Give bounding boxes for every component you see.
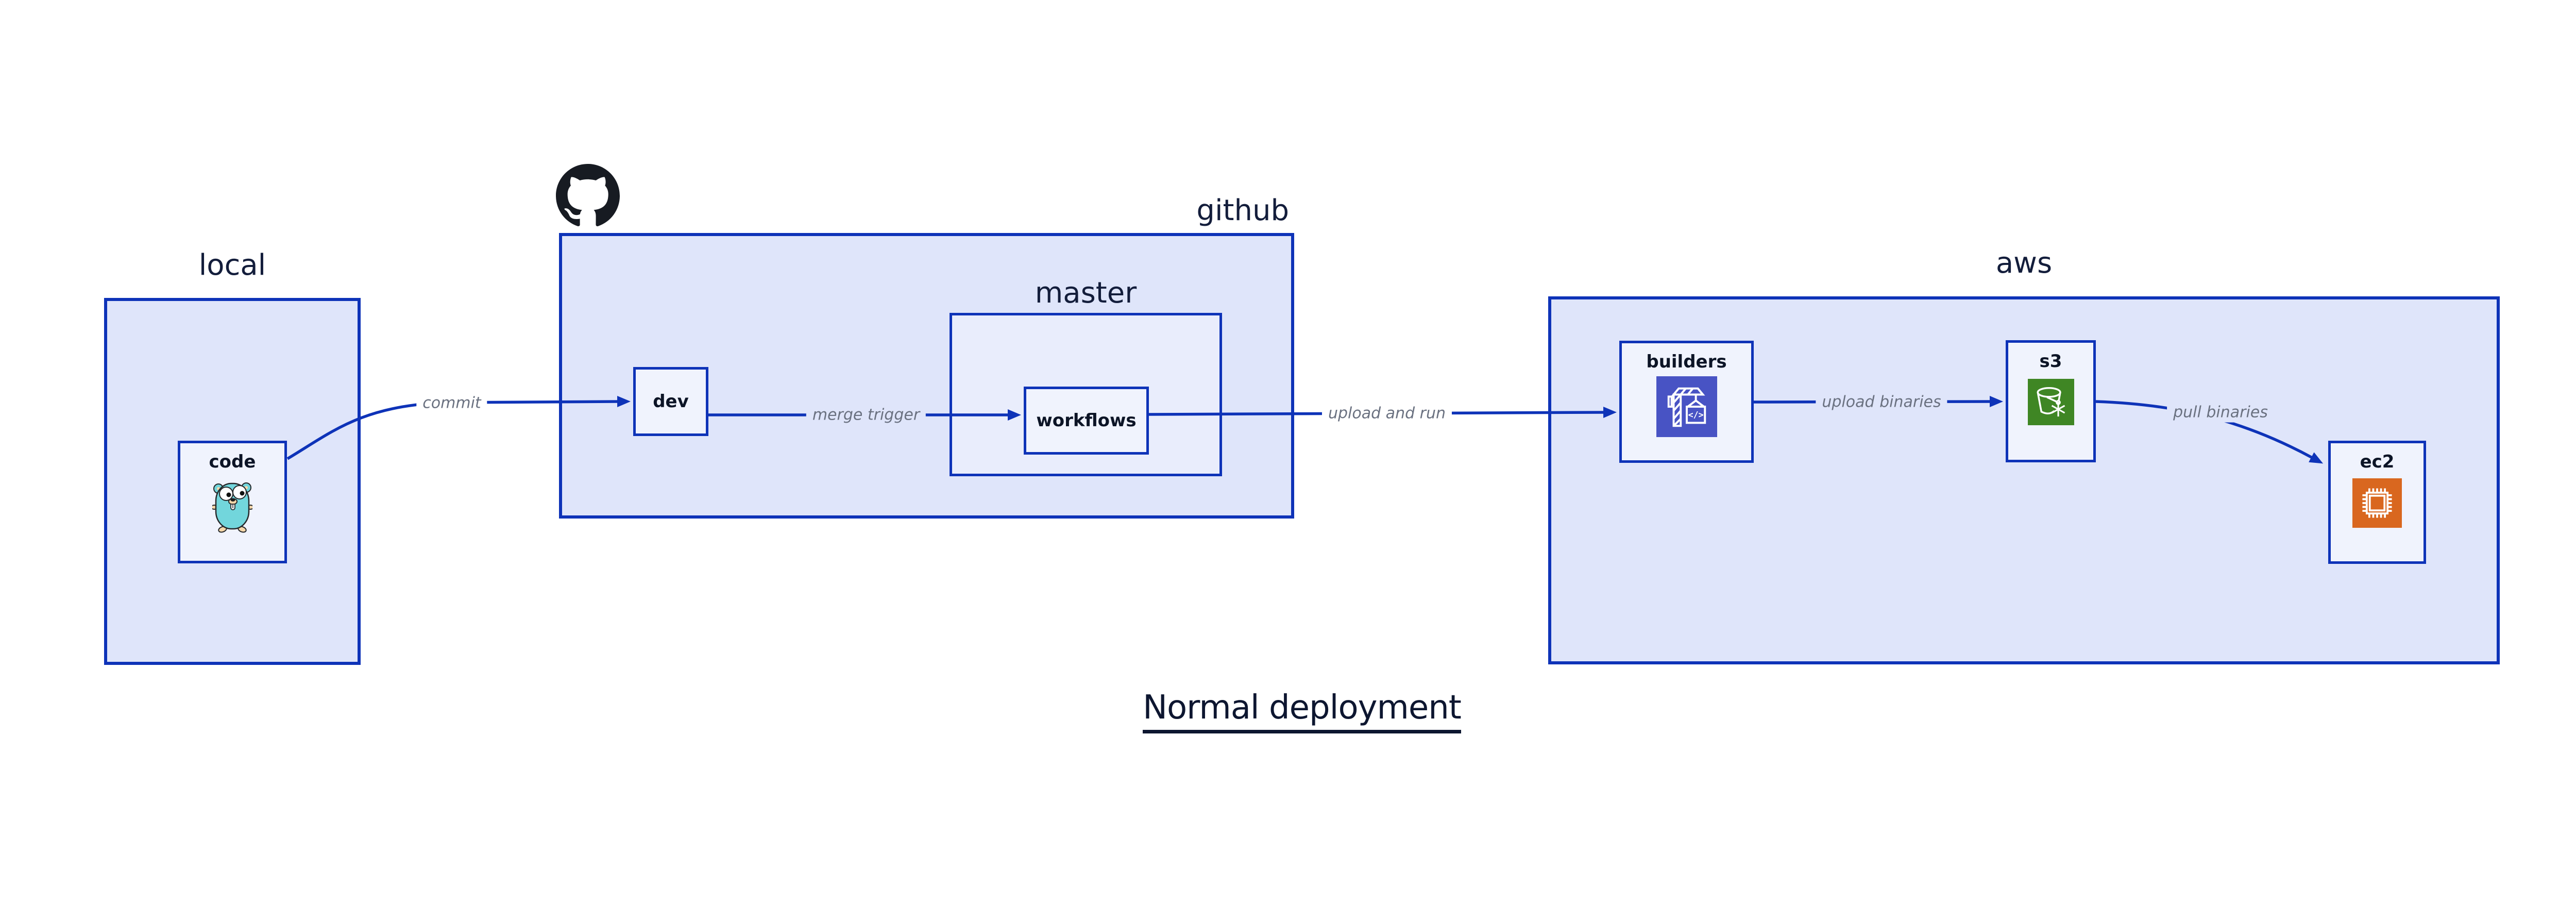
ec2-chip-icon	[2352, 478, 2402, 528]
ec2-node-label: ec2	[2360, 452, 2395, 472]
dev-node-label: dev	[653, 391, 689, 412]
diagram-title: Normal deployment	[0, 689, 2576, 733]
go-gopher-icon	[212, 482, 252, 533]
local-container-label: local	[198, 248, 266, 282]
upload-binaries-edge-label: upload binaries	[1816, 392, 1947, 412]
codebuild-crane-icon: </>	[1656, 376, 1717, 437]
pull-binaries-edge-label: pull binaries	[2167, 402, 2274, 423]
node-builders: builders </>	[1619, 341, 1754, 463]
s3-node-label: s3	[2039, 351, 2062, 372]
node-workflows: workflows	[1024, 387, 1149, 455]
master-container-label: master	[1035, 276, 1137, 310]
code-node-label: code	[209, 452, 256, 472]
node-s3: s3	[2006, 340, 2096, 462]
node-code: code	[178, 441, 287, 563]
commit-edge-label: commit	[416, 393, 487, 413]
upload-and-run-edge-label: upload and run	[1321, 403, 1452, 424]
node-ec2: ec2	[2328, 441, 2426, 564]
aws-container-label: aws	[1995, 246, 2053, 280]
svg-text:</>: </>	[1688, 410, 1703, 420]
github-container-label: github	[1196, 194, 1289, 227]
builders-node-label: builders	[1646, 352, 1727, 372]
node-dev: dev	[633, 367, 708, 436]
merge-trigger-edge-label: merge trigger	[806, 405, 926, 425]
workflows-node-label: workflows	[1036, 410, 1137, 431]
s3-glacier-bucket-icon	[2027, 379, 2074, 425]
diagram-title-text: Normal deployment	[1143, 689, 1462, 733]
octocat-icon	[556, 164, 620, 226]
